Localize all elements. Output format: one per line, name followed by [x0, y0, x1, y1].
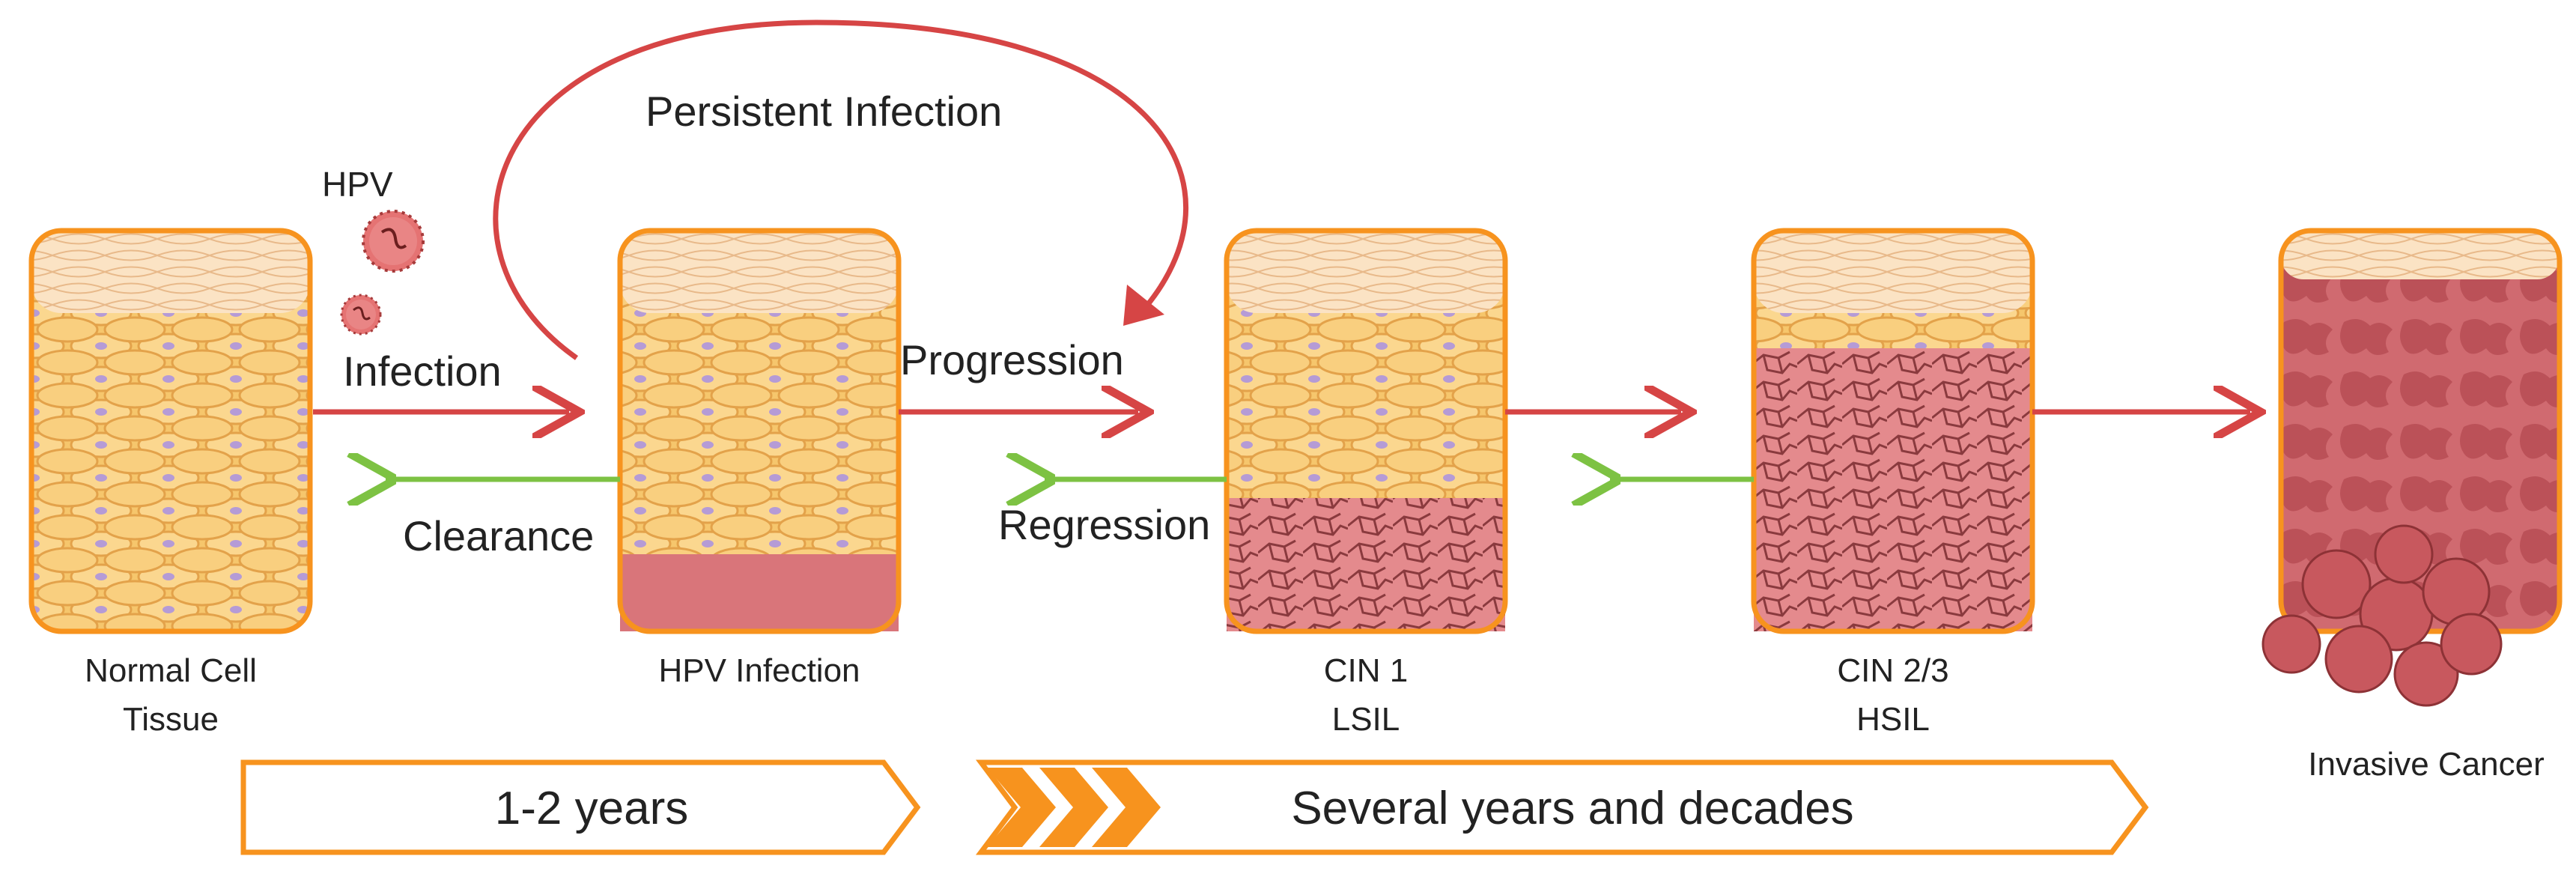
infection-label: Infection — [343, 348, 502, 395]
tissue-hpv-infection — [617, 228, 902, 634]
tissue-cin23 — [1751, 228, 2035, 634]
chevron-icon — [1092, 768, 1161, 847]
clearance-label: Clearance — [403, 512, 594, 559]
persistent-arrowhead-icon — [1123, 285, 1164, 326]
stage-label-normal-line2: Tissue — [123, 701, 219, 738]
persistent-infection-label: Persistent Infection — [645, 88, 1002, 135]
stage-label-cin1-line1: CIN 1 — [1324, 652, 1408, 689]
timeline-long-label: Several years and decades — [1291, 783, 1853, 834]
tissue-normal — [28, 228, 313, 634]
chevron-icon — [1039, 768, 1108, 847]
hpv-virus-large — [362, 210, 425, 273]
timeline-short-label: 1-2 years — [495, 783, 688, 834]
stage-label-normal-line1: Normal Cell — [85, 652, 257, 689]
stage-label-cin23-line2: HSIL — [1856, 701, 1930, 738]
stage-labels: Normal Cell Tissue HPV Infection CIN 1 L… — [85, 652, 2545, 783]
persistent-infection-arrow — [493, 19, 1189, 360]
stage-label-hpv-infection: HPV Infection — [658, 652, 860, 689]
hpv-virus-small — [340, 294, 382, 336]
cancer-cell-cluster — [2261, 524, 2503, 707]
stage-label-cin23-line1: CIN 2/3 — [1837, 652, 1948, 689]
tissue-cin1 — [1224, 228, 1508, 634]
regression-label: Regression — [998, 501, 1210, 548]
stage-label-cin1-line2: LSIL — [1332, 701, 1400, 738]
hpv-label: HPV — [322, 165, 393, 204]
timeline-short: 1-2 years — [240, 759, 921, 855]
chevron-icon — [987, 768, 1056, 847]
timeline-long: Several years and decades — [976, 759, 2149, 855]
progression-label: Progression — [900, 336, 1124, 383]
stage-label-invasive-cancer: Invasive Cancer — [2308, 746, 2544, 783]
